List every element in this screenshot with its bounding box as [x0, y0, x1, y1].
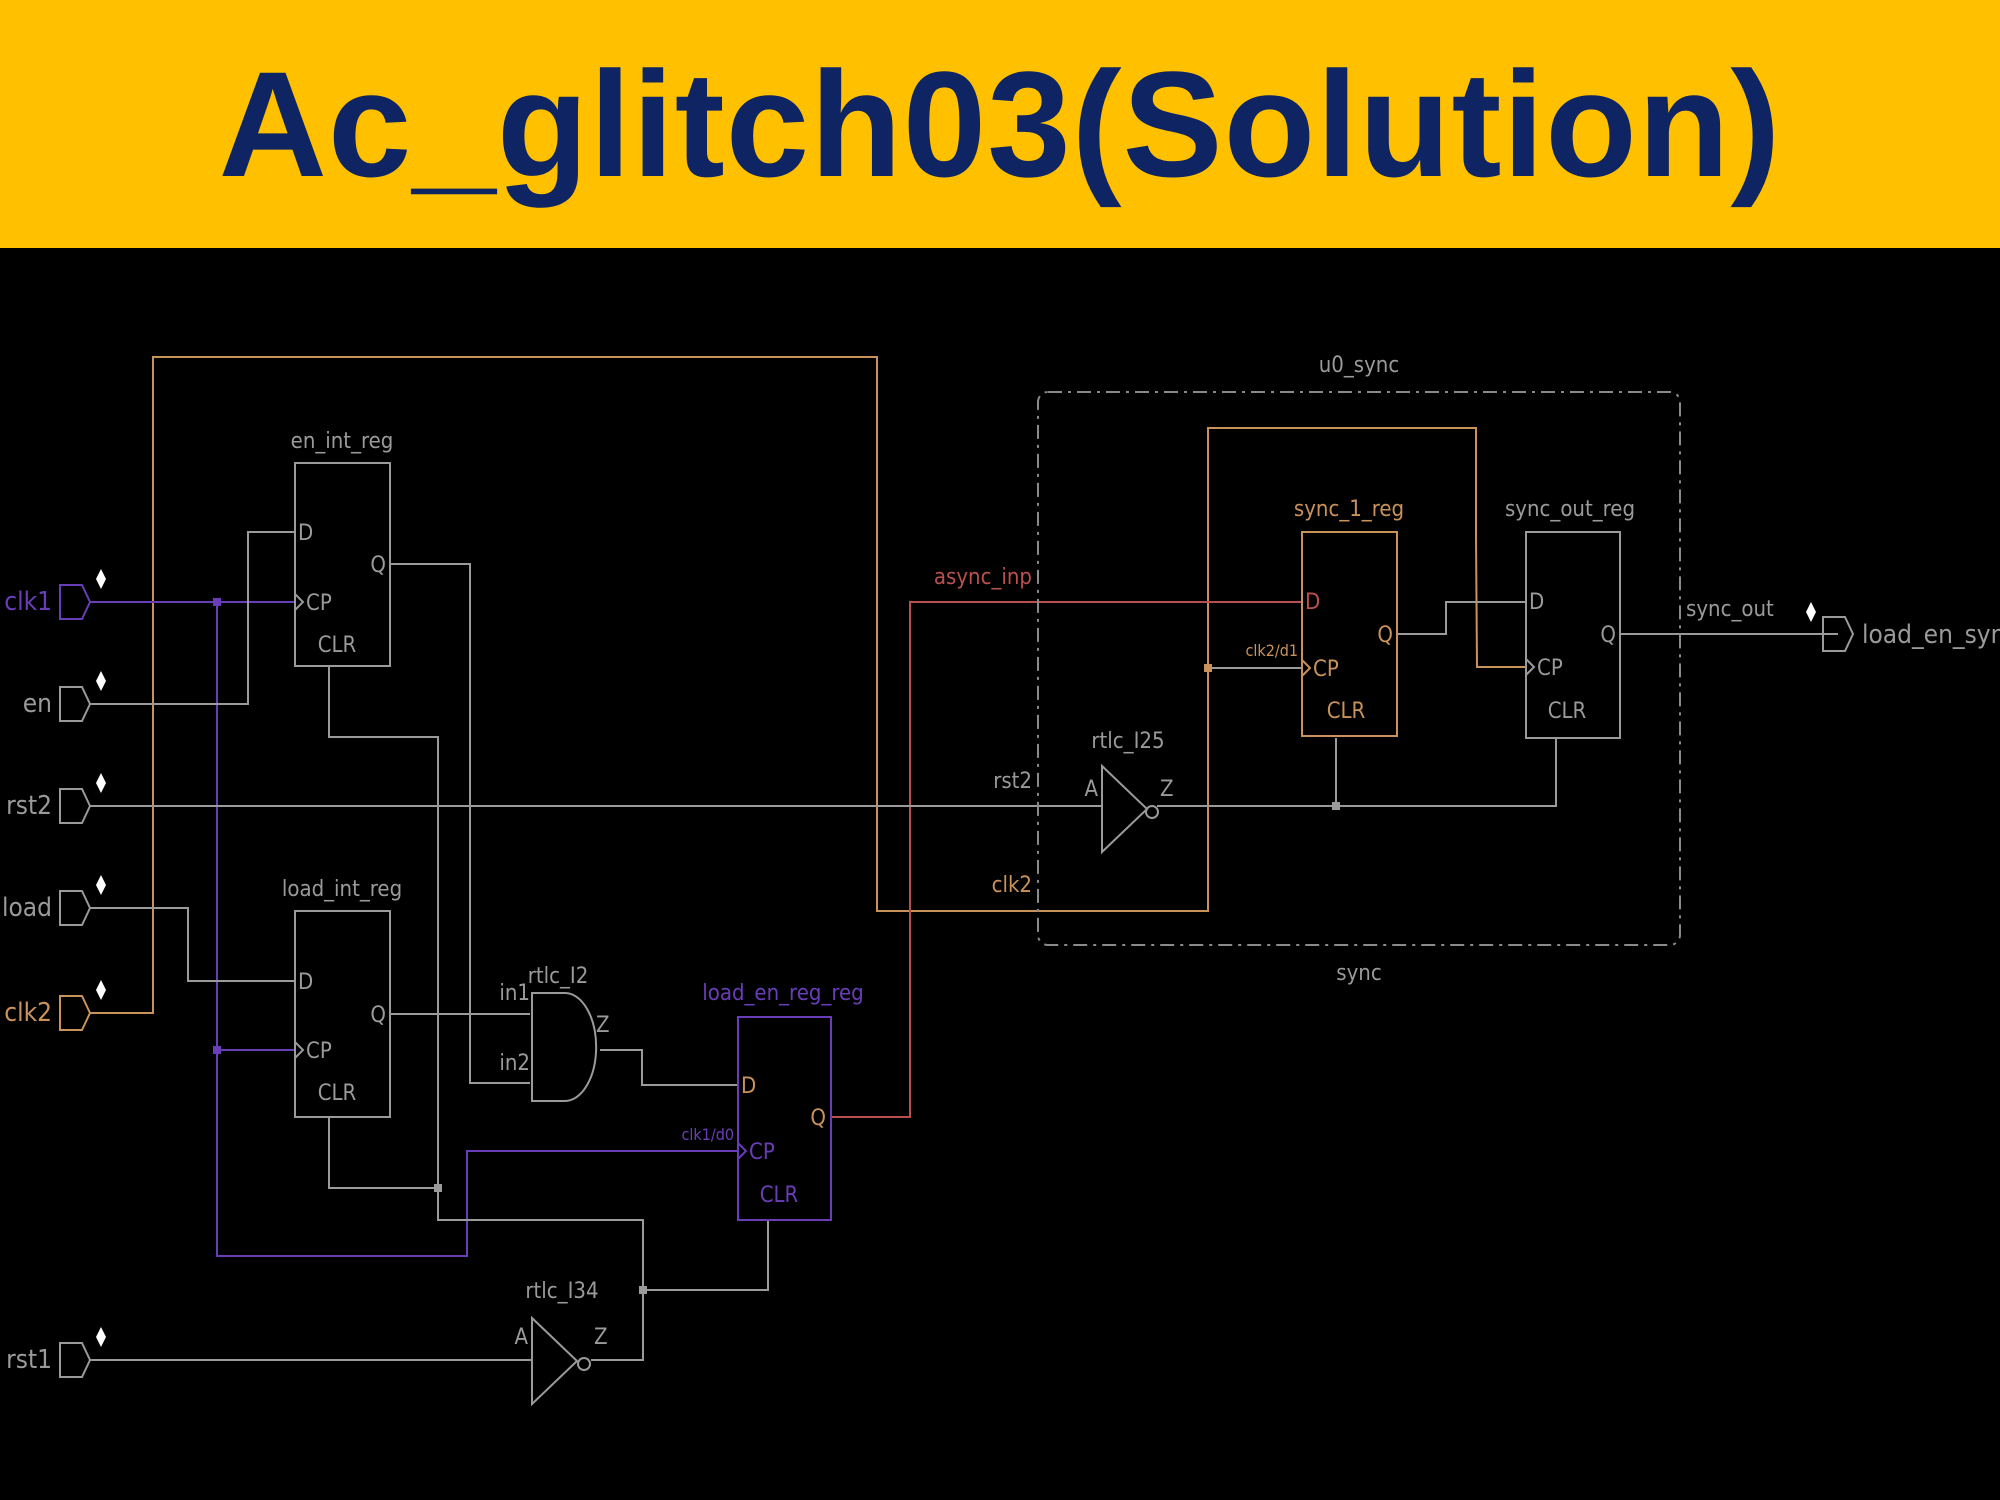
pin-in2: in2 [499, 1051, 530, 1076]
port-rst2[interactable]: rst2 [6, 773, 106, 824]
flop-load-en-reg-reg[interactable]: load_en_reg_reg D CP clk1/d0 CLR Q [681, 981, 864, 1221]
pin-q: Q [1377, 623, 1393, 648]
cell-label: load_int_reg [282, 877, 402, 902]
pin-d: D [741, 1074, 756, 1099]
net-label-clk2: clk2 [992, 873, 1032, 898]
pin-clr: CLR [318, 633, 357, 658]
flop-sync-1-reg[interactable]: sync_1_reg D CP clk2/d1 CLR Q [1245, 497, 1404, 737]
port-label: clk2 [4, 998, 52, 1028]
pin-clr: CLR [760, 1183, 799, 1208]
pin-clr: CLR [1327, 699, 1366, 724]
sync-module-boundary [1037, 391, 1681, 946]
pin-cp: CP [306, 591, 332, 616]
pin-clr: CLR [318, 1081, 357, 1106]
cell-label: sync_out_reg [1505, 497, 1635, 522]
pin-cp: CP [1537, 656, 1563, 681]
port-en[interactable]: en [23, 671, 106, 722]
port-label: rst1 [6, 1345, 52, 1375]
cell-label: sync_1_reg [1294, 497, 1404, 522]
title-banner: Ac_glitch03(Solution) [0, 0, 2000, 248]
port-load-en-sync[interactable]: load_en_sync [1806, 602, 2000, 652]
port-label: load [2, 893, 52, 923]
pin-a: A [1084, 777, 1098, 802]
port-load[interactable]: load [2, 875, 106, 926]
cell-label: rtlc_I2 [528, 964, 589, 989]
port-label: rst2 [6, 791, 52, 821]
cell-label: load_en_reg_reg [702, 981, 864, 1006]
module-instance-label: u0_sync [1319, 353, 1399, 378]
pin-d: D [1529, 590, 1544, 615]
port-label: en [23, 689, 52, 719]
port-clk2[interactable]: clk2 [4, 980, 106, 1031]
pin-a: A [514, 1325, 528, 1350]
pin-q: Q [810, 1106, 826, 1131]
junction-dots [213, 598, 1340, 1294]
gray-nets [90, 531, 1838, 1361]
page-title: Ac_glitch03(Solution) [218, 39, 1782, 208]
pin-q: Q [370, 1003, 386, 1028]
module-name-label: sync [1336, 961, 1381, 986]
pin-in1: in1 [499, 981, 530, 1006]
flop-load-int-reg[interactable]: load_int_reg D CP CLR Q [282, 877, 402, 1118]
pin-cp: CP [1313, 657, 1339, 682]
port-label: load_en_sync [1862, 620, 2000, 650]
cell-label: en_int_reg [291, 429, 394, 454]
flop-en-int-reg[interactable]: en_int_reg D CP CLR Q [291, 429, 394, 667]
pin-d: D [1305, 590, 1320, 615]
inverter-rtlc-i34[interactable]: rtlc_I34 A Z [514, 1279, 608, 1407]
schematic-canvas: u0_sync sync clk1 en rst2 load clk2 rst1… [2, 353, 2000, 1407]
inverter-rtlc-i25[interactable]: rtlc_I25 A Z [1084, 729, 1174, 855]
port-clk1[interactable]: clk1 [4, 569, 106, 620]
flop-sync-out-reg[interactable]: sync_out_reg D CP CLR Q [1505, 497, 1635, 739]
cell-label: rtlc_I25 [1091, 729, 1164, 754]
clk1-net [90, 601, 738, 1257]
pin-z: Z [594, 1325, 608, 1350]
pin-clk1-d0: clk1/d0 [681, 1125, 734, 1144]
pin-z: Z [1160, 777, 1174, 802]
port-rst1[interactable]: rst1 [6, 1327, 106, 1378]
pin-d: D [298, 970, 313, 995]
pin-q: Q [1600, 623, 1616, 648]
pin-clk2-d1: clk2/d1 [1245, 641, 1298, 660]
async-inp-net [832, 601, 1302, 1118]
net-label-async-inp: async_inp [934, 565, 1032, 590]
clk2-net [90, 356, 1526, 1014]
pin-clr: CLR [1548, 699, 1587, 724]
pin-cp: CP [306, 1039, 332, 1064]
and-gate-rtlc-i2[interactable]: rtlc_I2 in1 in2 Z [499, 964, 610, 1102]
pin-q: Q [370, 553, 386, 578]
pin-d: D [298, 521, 313, 546]
cell-label: rtlc_I34 [525, 1279, 598, 1304]
net-label-rst2: rst2 [993, 769, 1032, 794]
pin-cp: CP [749, 1140, 775, 1165]
pin-z: Z [596, 1013, 610, 1038]
port-label: clk1 [4, 587, 52, 617]
net-label-sync-out: sync_out [1686, 597, 1774, 622]
